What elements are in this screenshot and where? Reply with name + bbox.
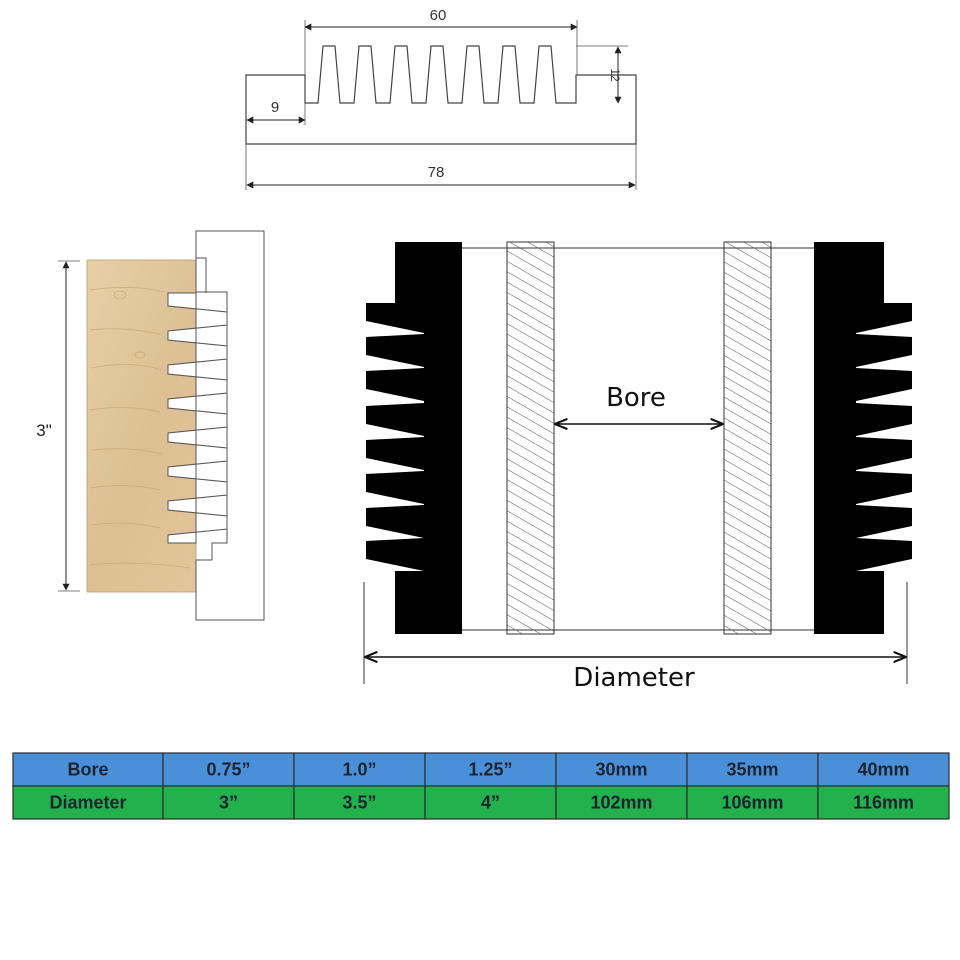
profile-outline xyxy=(245,45,637,145)
profile-drawing: 60 12 9 78 xyxy=(245,7,637,190)
blade-teeth xyxy=(366,242,462,634)
cutter-blade-left xyxy=(366,242,462,634)
table-cell xyxy=(817,785,950,820)
cutter-blade-right xyxy=(814,242,912,634)
table-cell xyxy=(555,785,688,820)
wood-grain xyxy=(89,286,191,569)
blade-teeth xyxy=(814,242,912,634)
hub-sleeve-right xyxy=(723,241,772,635)
dim-label-3in: 3" xyxy=(36,421,52,440)
table-cell xyxy=(686,785,819,820)
dim-label-12: 12 xyxy=(608,68,622,82)
bore-label: Bore xyxy=(606,383,666,413)
joint-drawing: 3" xyxy=(36,230,265,621)
table-cell xyxy=(555,752,688,787)
table-cell-text: 35mm xyxy=(726,760,778,780)
diameter-label: Diameter xyxy=(573,663,695,693)
table-cell-text: 102mm xyxy=(590,793,652,813)
table-cell-text: 40mm xyxy=(857,760,909,780)
table-row-header: Diameter xyxy=(49,793,126,813)
table-cell-text: 116mm xyxy=(853,793,914,813)
table-cell xyxy=(293,785,426,820)
table-cell-text: 4” xyxy=(481,793,500,813)
table-cell-text: 0.75” xyxy=(206,760,250,780)
table-cell xyxy=(162,785,295,820)
table-cell-text: 1.0” xyxy=(342,760,376,780)
dim-label-78: 78 xyxy=(428,164,445,181)
table-cell-text: 3” xyxy=(219,793,238,813)
dim-label-60: 60 xyxy=(430,7,447,24)
table-cell-text: 3.5” xyxy=(342,793,376,813)
table-cell-text: 30mm xyxy=(595,760,647,780)
table-cell-text: 106mm xyxy=(721,793,783,813)
table-cell xyxy=(12,785,164,820)
table-cell xyxy=(12,752,164,787)
dim-label-9: 9 xyxy=(271,99,279,116)
hub-sleeve-left xyxy=(506,241,555,635)
table-cell xyxy=(162,752,295,787)
table-row-header: Bore xyxy=(67,760,108,780)
table-cell xyxy=(424,785,557,820)
table-cell-text: 1.25” xyxy=(468,760,512,780)
white-piece xyxy=(167,230,265,621)
cutter-drawing: Bore Diameter xyxy=(363,241,912,693)
